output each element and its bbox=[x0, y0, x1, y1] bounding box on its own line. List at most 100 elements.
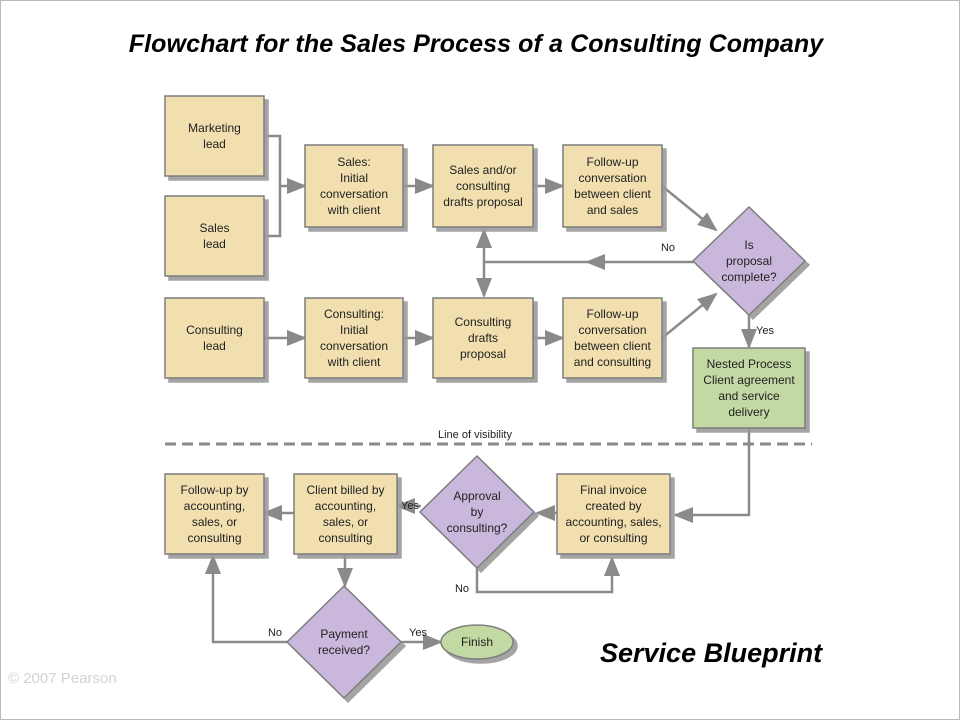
node-followup-accounting: Follow-up by accounting, sales, or consulti… bbox=[164, 473, 265, 555]
consulting-lead-text-line: Consulting bbox=[186, 323, 243, 337]
sales-drafts-text-line: Sales and/or bbox=[449, 163, 516, 177]
approval-no-label: No bbox=[455, 583, 469, 595]
node-finish: Finish bbox=[440, 624, 514, 660]
followup-accounting-text-line: sales, or bbox=[192, 515, 237, 529]
edge-marketing-to-merge bbox=[264, 134, 282, 186]
followup-consulting-text-line: conversation bbox=[578, 323, 646, 337]
approval-yes-label: Yes bbox=[401, 500, 419, 512]
followup-consulting-shape bbox=[562, 297, 663, 379]
final-invoice-text-line: created by bbox=[585, 499, 641, 513]
approval-text-line: by bbox=[471, 505, 484, 519]
marketing-lead-text-line: Marketing bbox=[188, 121, 241, 135]
client-billed-text-line: accounting, bbox=[315, 499, 376, 513]
node-consulting-lead: Consulting lead bbox=[164, 297, 265, 379]
finish-text-line: Finish bbox=[461, 635, 493, 649]
consulting-initial-text-line: conversation bbox=[320, 339, 388, 353]
followup-consulting-text-line: and consulting bbox=[574, 355, 651, 369]
node-sales-drafts: Sales and/or consulting drafts proposal bbox=[432, 144, 534, 228]
followup-consulting-text-line: between client bbox=[574, 339, 651, 353]
followup-accounting-text-line: Follow-up by bbox=[180, 483, 248, 497]
sales-drafts-text-line: consulting bbox=[456, 179, 510, 193]
sales-initial-shape bbox=[304, 144, 404, 228]
node-approval: Approval by consulting? bbox=[418, 454, 536, 570]
consulting-initial-text-line: Initial bbox=[340, 323, 368, 337]
copyright-notice: © 2007 Pearson bbox=[8, 670, 117, 687]
followup-sales-text-line: conversation bbox=[578, 171, 646, 185]
approval-text-line: Approval bbox=[453, 489, 500, 503]
followup-accounting-text-line: consulting bbox=[187, 531, 241, 545]
node-marketing-lead: Marketing lead bbox=[164, 95, 265, 177]
followup-sales-text-line: Follow-up bbox=[586, 155, 638, 169]
followup-consulting-text-line: Follow-up bbox=[586, 307, 638, 321]
approval-text-line: consulting? bbox=[447, 521, 508, 535]
consulting-initial-text-line: with client bbox=[327, 355, 381, 369]
line-of-visibility-label: Line of visibility bbox=[438, 429, 512, 441]
node-followup-sales: Follow-up conversation between client and s… bbox=[562, 144, 663, 228]
consulting-initial-text-line: Consulting: bbox=[324, 307, 384, 321]
sales-drafts-shape bbox=[432, 144, 534, 228]
sales-drafts-text-line: drafts proposal bbox=[443, 195, 522, 209]
nested-process-text-line: delivery bbox=[728, 405, 769, 419]
followup-sales-text-line: between client bbox=[574, 187, 651, 201]
client-billed-text-line: sales, or bbox=[323, 515, 368, 529]
consulting-drafts-shape bbox=[432, 297, 534, 379]
node-sales-lead: Sales lead bbox=[164, 195, 265, 277]
payment-received-text-line: received? bbox=[318, 643, 370, 657]
nested-process-text-line: Client agreement bbox=[703, 373, 795, 387]
edge-followup-sales-to-decision bbox=[661, 185, 718, 232]
node-payment-received: Payment received? bbox=[285, 584, 403, 700]
sales-initial-text-line: Sales: bbox=[337, 155, 370, 169]
approval-shape bbox=[418, 454, 536, 570]
node-client-billed: Client billed by accounting, sales, or cons… bbox=[293, 473, 398, 555]
diagram-subtitle: Service Blueprint bbox=[600, 638, 823, 668]
consulting-lead-shape bbox=[164, 297, 265, 379]
decision-yes-label: Yes bbox=[756, 325, 774, 337]
client-billed-shape bbox=[293, 473, 398, 555]
final-invoice-text-line: accounting, sales, bbox=[565, 515, 661, 529]
edge-followup-consulting-to-decision bbox=[661, 292, 718, 339]
sales-lead-shape bbox=[164, 195, 265, 277]
sales-initial-text-line: conversation bbox=[320, 187, 388, 201]
node-sales-initial: Sales: Initial conversation with client bbox=[304, 144, 404, 228]
node-final-invoice: Final invoice created by accounting, sales… bbox=[556, 473, 671, 555]
client-billed-text-line: Client billed by bbox=[306, 483, 384, 497]
consulting-initial-shape bbox=[304, 297, 404, 379]
finish-shape bbox=[440, 624, 514, 660]
node-followup-consulting: Follow-up conversation between client and c… bbox=[562, 297, 663, 379]
final-invoice-text-line: Final invoice bbox=[580, 483, 647, 497]
nested-process-shape bbox=[692, 347, 806, 429]
proposal-complete-text-line: complete? bbox=[721, 270, 777, 284]
marketing-lead-text-line: lead bbox=[203, 137, 226, 151]
final-invoice-shape bbox=[556, 473, 671, 555]
followup-sales-text-line: and sales bbox=[587, 203, 638, 217]
marketing-lead-shape bbox=[164, 95, 265, 177]
followup-accounting-shape bbox=[164, 473, 265, 555]
final-invoice-text-line: or consulting bbox=[579, 531, 647, 545]
consulting-drafts-text-line: drafts bbox=[468, 331, 498, 345]
edge-nested-to-invoice bbox=[673, 428, 751, 523]
proposal-complete-text-line: Is bbox=[744, 238, 753, 252]
nested-process-text-line: Nested Process bbox=[707, 357, 792, 371]
payment-received-text-line: Payment bbox=[320, 627, 368, 641]
nested-process-text-line: and service bbox=[718, 389, 780, 403]
edge-approval-no bbox=[475, 556, 620, 594]
node-consulting-initial: Consulting: Initial conversation with clien… bbox=[304, 297, 404, 379]
consulting-lead-text-line: lead bbox=[203, 339, 226, 353]
sales-lead-text-line: Sales bbox=[199, 221, 229, 235]
followup-accounting-text-line: accounting, bbox=[184, 499, 245, 513]
decision-no-label: No bbox=[661, 242, 675, 254]
connectors bbox=[205, 134, 757, 650]
client-billed-text-line: consulting bbox=[318, 531, 372, 545]
followup-sales-shape bbox=[562, 144, 663, 228]
edge-payment-no bbox=[205, 554, 287, 644]
payment-yes-label: Yes bbox=[409, 627, 427, 639]
sales-lead-text-line: lead bbox=[203, 237, 226, 251]
sales-initial-text-line: Initial bbox=[340, 171, 368, 185]
edge-sales-lead-to-merge bbox=[264, 186, 282, 238]
consulting-drafts-text-line: Consulting bbox=[455, 315, 512, 329]
page-title: Flowchart for the Sales Process of a Con… bbox=[128, 30, 824, 58]
sales-initial-text-line: with client bbox=[327, 203, 381, 217]
